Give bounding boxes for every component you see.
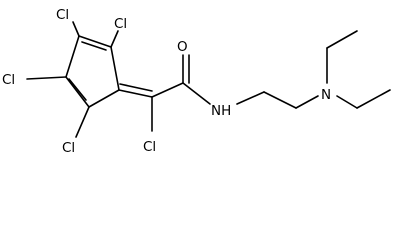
bond-ring-c5-c1 — [65, 35, 80, 78]
molecule-drawing: Cl Cl Cl Cl Cl O NH N — [2, 7, 391, 156]
atom-label-n: N — [321, 87, 331, 103]
bond-ring-c1-c2-double — [81, 41, 107, 51]
atom-label-cl-top-right: Cl — [114, 16, 127, 32]
bond-calpha-carbonyl — [151, 82, 184, 98]
bond-c5-cl — [26, 76, 67, 80]
bond-ch2-n — [295, 95, 319, 109]
atom-label-o: O — [177, 39, 188, 55]
bond-ethyl-up-ch3 — [326, 30, 358, 49]
bond-carbonyl-nh — [182, 82, 211, 105]
bond-ring-c3-c4 — [88, 89, 120, 108]
bond-ring-c4-c5 — [65, 76, 90, 108]
atom-label-cl-bottom-left: Cl — [62, 140, 75, 156]
bond-nh-ch2 — [236, 91, 265, 105]
bond-exocyclic-double — [118, 89, 153, 98]
bond-ring-c2-c3 — [110, 46, 120, 91]
bond-ch2-ch2 — [263, 91, 297, 109]
bond-c2-cl — [110, 30, 119, 48]
bond-c4-cl — [75, 106, 90, 138]
bond-ring-c1-c2 — [78, 35, 112, 48]
bond-ring-c4-c5-double — [68, 78, 87, 101]
bond-c1-cl — [72, 21, 80, 37]
atom-label-cl-alpha: Cl — [143, 139, 156, 155]
atom-label-cl-left: Cl — [2, 72, 15, 88]
bond-exocyclic-double-2 — [119, 83, 153, 92]
atom-label-nh: NH — [211, 103, 231, 119]
bond-ethyl-right-ch3 — [356, 89, 391, 109]
bond-n-ethyl-right — [336, 95, 358, 109]
structure-diagram: Cl Cl Cl Cl Cl O NH N — [2, 7, 391, 156]
atom-label-cl-top-left: Cl — [56, 7, 69, 23]
